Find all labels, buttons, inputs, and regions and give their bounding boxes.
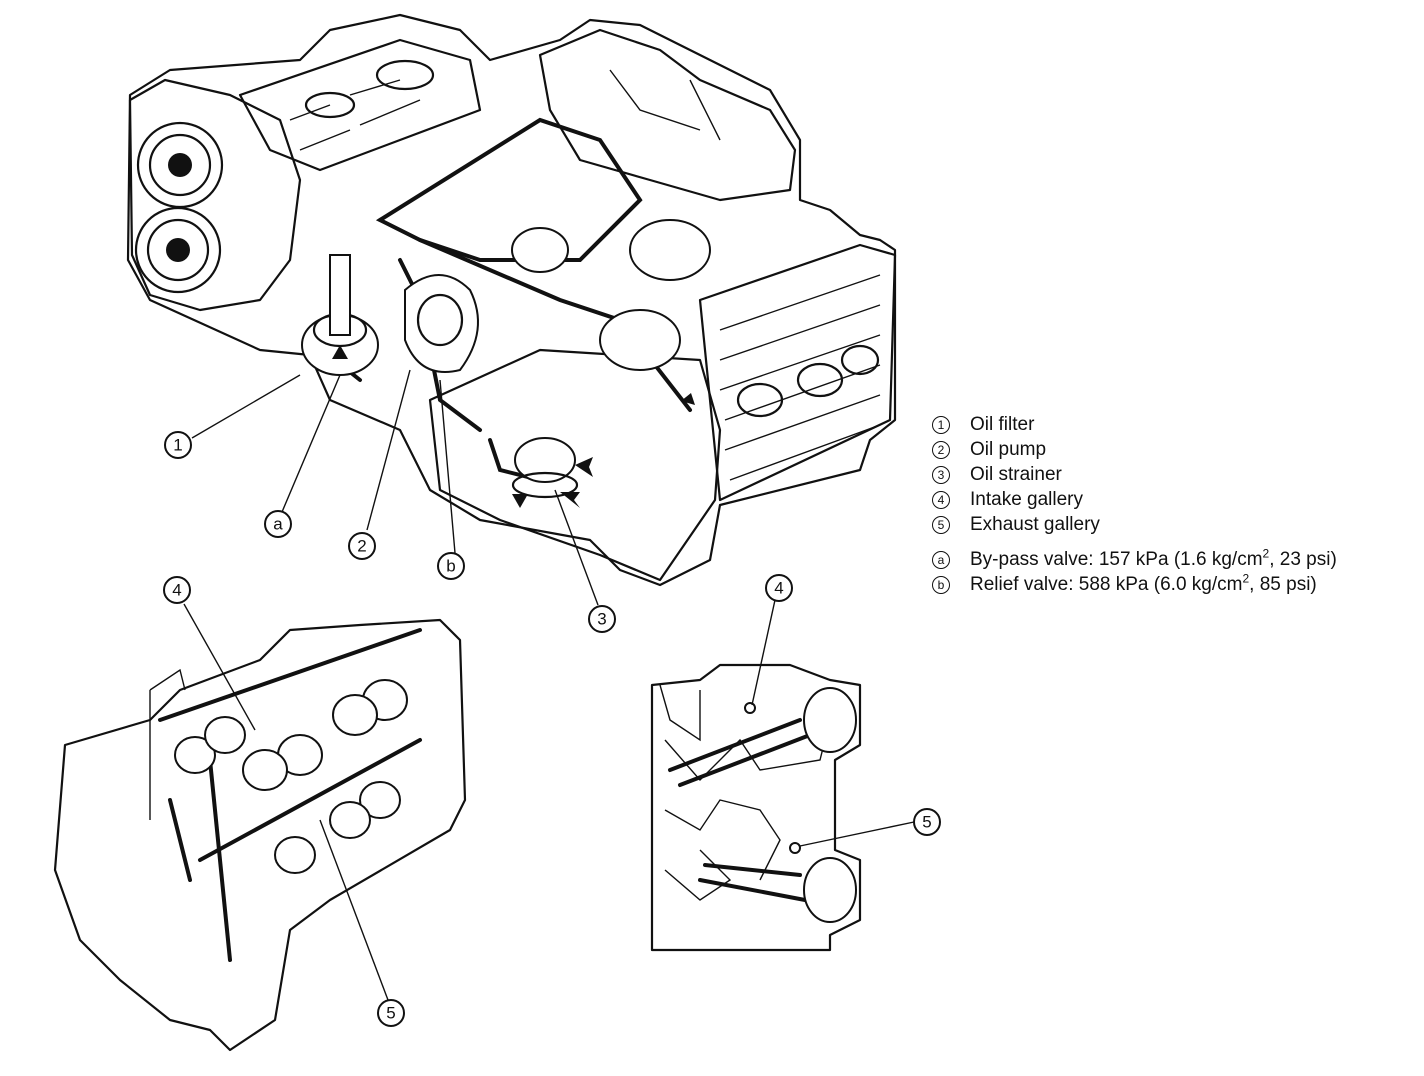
callout-5-left: 5 xyxy=(377,999,405,1027)
legend-item-relief-valve: b Relief valve: 588 kPa (6.0 kg/cm2, 85 … xyxy=(932,572,1337,597)
svg-text:b: b xyxy=(446,557,455,576)
legend-item-exhaust-gallery: 5 Exhaust gallery xyxy=(932,512,1337,537)
legend: 1 Oil filter 2 Oil pump 3 Oil strainer 4… xyxy=(932,412,1337,597)
svg-text:3: 3 xyxy=(597,610,606,629)
svg-text:4: 4 xyxy=(774,579,783,598)
legend-item-oil-strainer: 3 Oil strainer xyxy=(932,462,1337,487)
legend-label: Oil filter xyxy=(970,414,1035,435)
legend-item-oil-pump: 2 Oil pump xyxy=(932,437,1337,462)
legend-item-bypass-valve: a By-pass valve: 157 kPa (1.6 kg/cm2, 23… xyxy=(932,547,1337,572)
callout-b: b xyxy=(437,552,465,580)
svg-text:a: a xyxy=(273,515,283,534)
callout-2: 2 xyxy=(348,532,376,560)
callout-4-left: 4 xyxy=(163,576,191,604)
legend-label: Oil strainer xyxy=(970,464,1062,485)
legend-number: 4 xyxy=(932,490,950,509)
svg-text:2: 2 xyxy=(357,537,366,556)
svg-text:5: 5 xyxy=(386,1004,395,1023)
legend-valve-text: Relief valve: 588 kPa (6.0 kg/cm2, 85 ps… xyxy=(970,571,1317,595)
callout-3: 3 xyxy=(588,605,616,633)
legend-item-intake-gallery: 4 Intake gallery xyxy=(932,487,1337,512)
svg-text:1: 1 xyxy=(173,436,182,455)
svg-text:5: 5 xyxy=(922,813,931,832)
svg-text:4: 4 xyxy=(172,581,181,600)
main-engine-drawing xyxy=(126,13,897,587)
legend-valve-text: By-pass valve: 157 kPa (1.6 kg/cm2, 23 p… xyxy=(970,546,1337,570)
legend-item-oil-filter: 1 Oil filter xyxy=(932,412,1337,437)
head-cross-section-drawing xyxy=(650,663,862,952)
legend-number: 2 xyxy=(932,440,950,459)
intake-exhaust-gallery-drawing xyxy=(53,618,467,1052)
legend-letter: a xyxy=(932,550,950,569)
leader-lines xyxy=(183,369,915,1001)
legend-letter: b xyxy=(932,575,950,594)
legend-number: 1 xyxy=(932,415,950,434)
callout-5-right: 5 xyxy=(913,808,941,836)
legend-number: 5 xyxy=(932,515,950,534)
callout-4-right: 4 xyxy=(765,574,793,602)
legend-label: Oil pump xyxy=(970,439,1047,460)
legend-number: 3 xyxy=(932,465,950,484)
callout-1: 1 xyxy=(164,431,192,459)
legend-label: Intake gallery xyxy=(970,489,1084,510)
callout-a: a xyxy=(264,510,292,538)
legend-label: Exhaust gallery xyxy=(970,514,1100,535)
